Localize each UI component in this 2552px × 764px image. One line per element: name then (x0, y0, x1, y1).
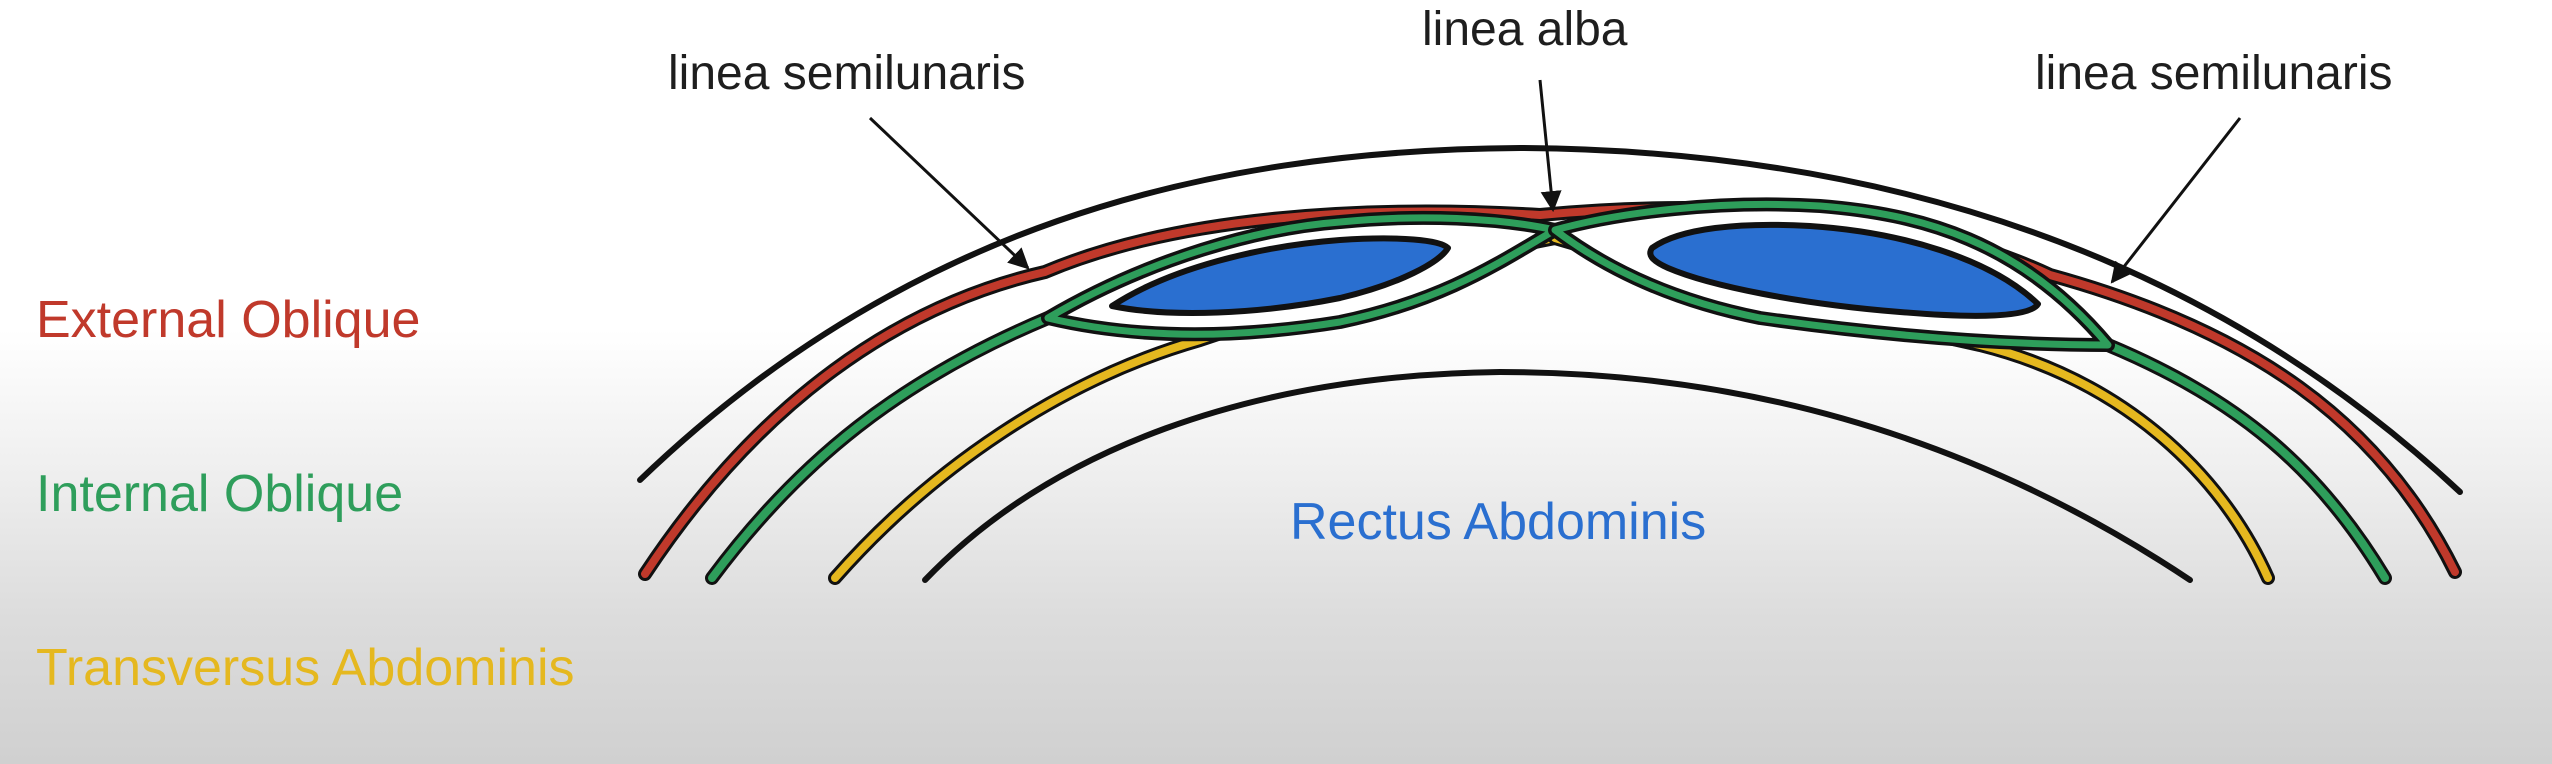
arrow-linea-semilunaris-left (868, 116, 1030, 270)
label-linea-semilunaris-right: linea semilunaris (2035, 47, 2393, 100)
legend-external-oblique: External Oblique (36, 291, 421, 349)
skin-outer-line (637, 144, 2463, 495)
arrow-linea-alba (1538, 79, 1562, 213)
label-linea-semilunaris-left: linea semilunaris (668, 47, 1026, 100)
rectus-abdominis-left (1109, 235, 1451, 316)
legend-internal-oblique: Internal Oblique (36, 465, 404, 523)
label-rectus-abdominis: Rectus Abdominis (1290, 493, 1707, 551)
rectus-sheath-right-line (1551, 200, 2112, 349)
legend-transversus-abdominis: Transversus Abdominis (36, 639, 575, 697)
rectus-abdominis-right (1647, 221, 2041, 319)
inner-peritoneal-arc (922, 368, 2193, 583)
internal-oblique-right-line (2104, 341, 2389, 582)
arrow-linea-semilunaris-right (2110, 117, 2242, 284)
label-linea-alba: linea alba (1422, 3, 1628, 56)
external-oblique-line (641, 204, 2459, 578)
internal-oblique-left-line (708, 314, 1052, 582)
